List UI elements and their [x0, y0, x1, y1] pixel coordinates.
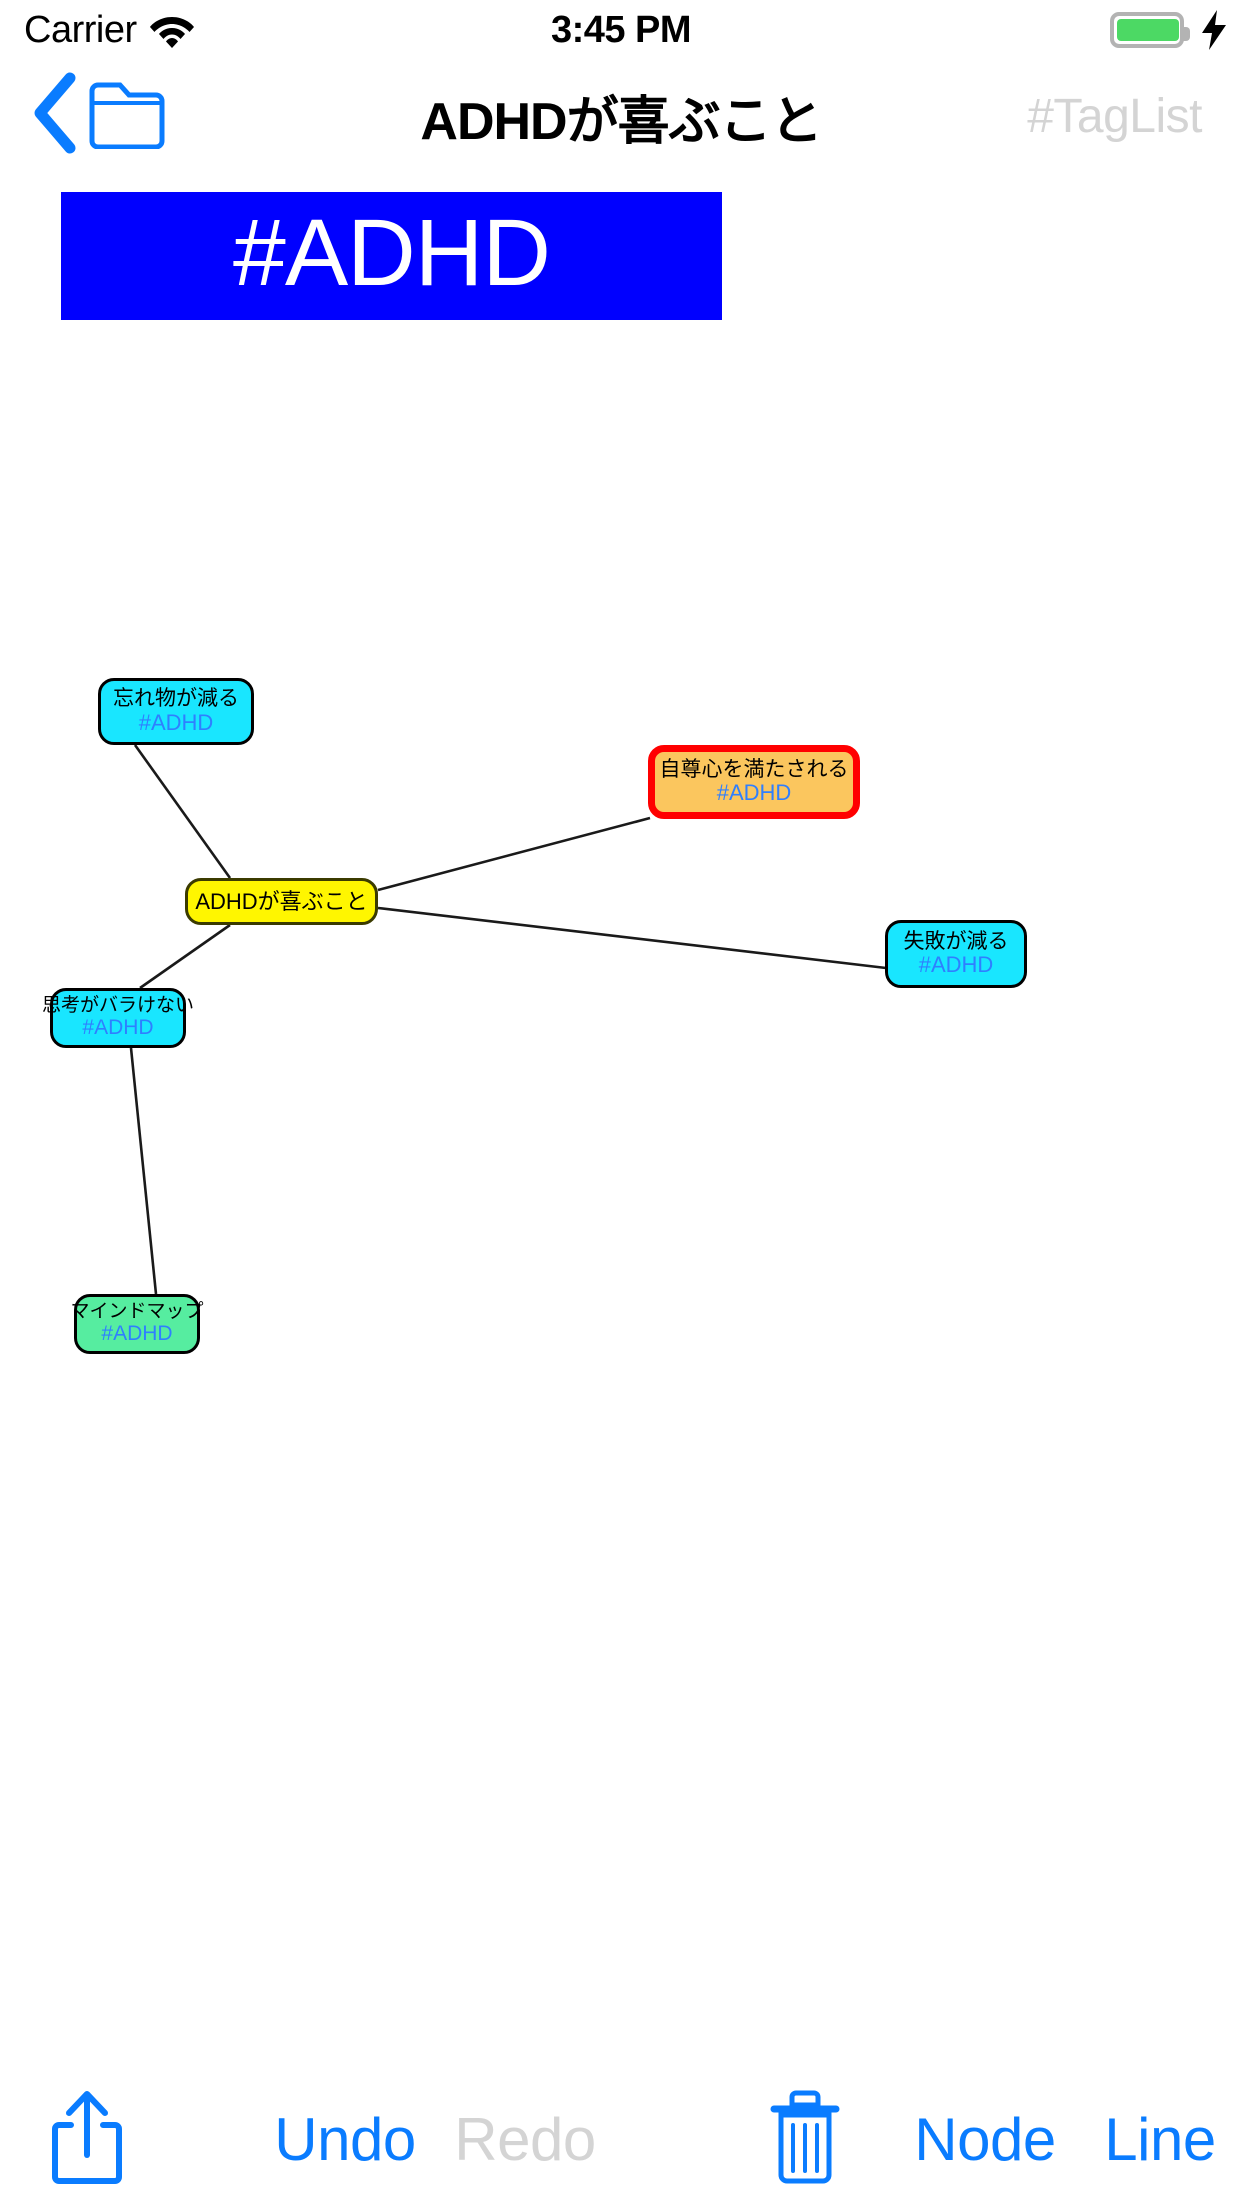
back-button[interactable]: [30, 72, 166, 159]
tag-banner-label: #ADHD: [232, 199, 551, 306]
delete-button[interactable]: [740, 2070, 870, 2208]
status-bar-left: Carrier: [24, 0, 195, 60]
folder-icon[interactable]: [88, 77, 166, 154]
mindmap-edge: [129, 1047, 158, 1295]
line-button[interactable]: Line: [1090, 2070, 1230, 2208]
mindmap-node[interactable]: マインドマップ#ADHD: [71, 1294, 204, 1354]
mindmap-node-tag: #ADHD: [138, 709, 214, 735]
status-bar-time: 3:45 PM: [550, 8, 692, 51]
line-label: Line: [1104, 2105, 1216, 2173]
node-button[interactable]: Node: [900, 2070, 1070, 2208]
mindmap-edge-layer: [129, 744, 887, 1295]
taglist-button[interactable]: #TagList: [1027, 89, 1202, 143]
mindmap-edge: [133, 744, 232, 879]
mindmap-edge: [377, 816, 651, 892]
mindmap-node[interactable]: 自尊心を満たされる#ADHD: [648, 745, 860, 819]
trash-icon[interactable]: [768, 2087, 842, 2192]
page-title: ADHDが喜ぶこと: [420, 92, 822, 151]
status-bar-right: [1110, 0, 1228, 60]
mindmap-node-title: 自尊心を満たされる: [659, 757, 849, 781]
mindmap-node-tag: #ADHD: [82, 1015, 154, 1039]
status-bar: Carrier 3:45 PM: [0, 0, 1242, 60]
bottom-toolbar: Undo Redo Node Line: [0, 2070, 1242, 2208]
share-icon[interactable]: [47, 2089, 127, 2190]
navigation-bar: ADHDが喜ぶこと #TagList: [0, 60, 1242, 172]
tag-banner[interactable]: #ADHD: [61, 192, 722, 320]
mindmap-node[interactable]: 失敗が減る#ADHD: [885, 920, 1027, 988]
wifi-icon: [149, 12, 195, 48]
mindmap-node[interactable]: 思考がバラけない#ADHD: [42, 988, 194, 1048]
mindmap-node-title: マインドマップ: [70, 1301, 204, 1323]
mindmap-node-tag: #ADHD: [716, 780, 792, 806]
mindmap-edge: [139, 923, 231, 990]
mindmap-node-title: ADHDが喜ぶこと: [195, 888, 368, 914]
mindmap-node[interactable]: ADHDが喜ぶこと: [185, 878, 378, 925]
mindmap-node-title: 失敗が減る: [903, 929, 1009, 953]
mindmap-node[interactable]: 忘れ物が減る#ADHD: [98, 678, 254, 745]
chevron-left-icon[interactable]: [30, 72, 76, 159]
redo-label: Redo: [454, 2105, 596, 2173]
mindmap-node-tag: #ADHD: [101, 1321, 173, 1345]
lightning-bolt-icon: [1190, 10, 1228, 50]
mindmap-node-tag: #ADHD: [918, 952, 994, 978]
battery-icon: [1110, 12, 1190, 48]
undo-button[interactable]: Undo: [270, 2070, 420, 2208]
battery-fill: [1117, 19, 1179, 41]
carrier-label: Carrier: [24, 9, 137, 51]
share-button[interactable]: [22, 2070, 152, 2208]
mindmap-node-title: 忘れ物が減る: [113, 687, 239, 711]
undo-label: Undo: [274, 2105, 416, 2173]
node-label: Node: [914, 2105, 1056, 2173]
mindmap-edge: [377, 906, 887, 970]
mindmap-node-title: 思考がバラけない: [42, 995, 195, 1017]
redo-button[interactable]: Redo: [450, 2070, 600, 2208]
